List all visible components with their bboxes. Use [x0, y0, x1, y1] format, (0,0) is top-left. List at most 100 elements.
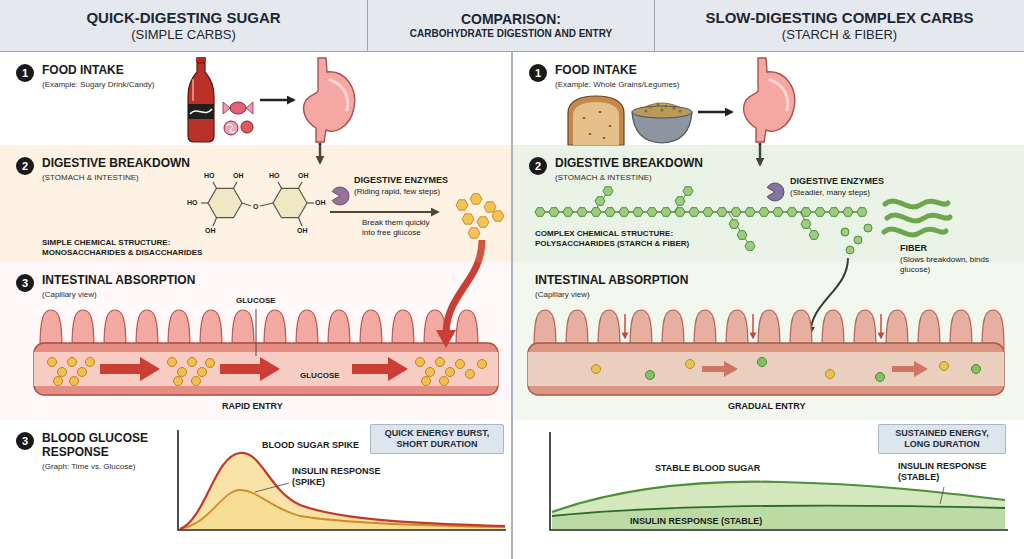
- glucose-graph: [180, 490, 505, 529]
- flow-arrow: [698, 111, 732, 114]
- label-holder: STABLE BLOOD SUGAR: [655, 463, 760, 474]
- sub-text: (STARCH & FIBER): [705, 27, 973, 43]
- enzyme-label: DIGESTIVE ENZYMES: [354, 175, 448, 186]
- label-holder: (Steadier, many steps): [790, 188, 870, 198]
- text-group: INTESTINAL ABSORPTION(Capillary view): [535, 274, 725, 300]
- section-heading: INTESTINAL ABSORPTION: [42, 274, 227, 288]
- glucose-label: GLUCOSE: [236, 296, 276, 306]
- grain-bowl: [660, 108, 663, 111]
- label-holder: (Riding rapid, few steps): [354, 187, 440, 197]
- summary-text: SUSTAINED ENERGY, LONG DURATION: [884, 428, 1000, 450]
- curve-label: INSULIN RESPONSE (STABLE): [630, 516, 762, 527]
- section-heading: INTESTINAL ABSORPTION: [535, 274, 725, 288]
- column-header: SLOW-DIGESTING COMPLEX CARBS(STARCH & FI…: [655, 0, 1024, 52]
- label-holder: HO: [187, 199, 198, 207]
- summary-box: QUICK ENERGY BURST, SHORT DURATION: [370, 424, 504, 454]
- section-heading: BLOOD GLUCOSE RESPONSE: [42, 432, 162, 460]
- text-group: SLOW-DIGESTING COMPLEX CARBS(STARCH & FI…: [705, 9, 973, 43]
- bread: [599, 111, 602, 113]
- label-holder: GLUCOSE: [298, 364, 342, 382]
- curve-label: STABLE BLOOD SUGAR: [655, 463, 760, 474]
- soda-bottle: [188, 104, 214, 119]
- bread: [568, 96, 624, 145]
- chem-label: HO: [269, 172, 280, 180]
- header-text: SLOW-DIGESTING COMPLEX CARBS: [705, 9, 973, 27]
- summary-text: QUICK ENERGY BURST, SHORT DURATION: [376, 428, 498, 450]
- process-note: Break them quickly into free glucose: [362, 218, 442, 237]
- label-holder: Break them quickly into free glucose: [362, 218, 442, 237]
- label-holder: BLOOD SUGAR SPIKE: [262, 440, 359, 451]
- glucose-graph: [552, 482, 1005, 529]
- fiber-label: FIBER: [900, 243, 927, 254]
- glucose-graph: [180, 453, 505, 529]
- structure-label: COMPLEX CHEMICAL STRUCTURE: POLYSACCHARI…: [535, 229, 700, 248]
- grain-bowl: [648, 105, 651, 108]
- chem-label: OH: [298, 172, 309, 180]
- label-holder: OH: [315, 199, 326, 207]
- grain-bowl: [632, 102, 692, 143]
- callout-digit: 1: [22, 68, 28, 79]
- header-text: QUICK-DIGESTING SUGAR: [86, 9, 280, 27]
- callout-number: 2: [16, 157, 34, 175]
- candy: [224, 121, 238, 135]
- sub-text: CARBOHYDRATE DIGESTION AND ENTRY: [410, 27, 612, 40]
- text-group: DIGESTIVE BREAKDOWN(STOMACH & INTESTINE): [42, 157, 212, 183]
- text-group: SUSTAINED ENERGY, LONG DURATION: [884, 428, 1000, 450]
- text-group: QUICK ENERGY BURST, SHORT DURATION: [376, 428, 498, 450]
- label-holder: GLUCOSE: [236, 296, 276, 306]
- column-header: QUICK-DIGESTING SUGAR(SIMPLE CARBS): [0, 0, 368, 52]
- entry-label: RAPID ENTRY: [222, 401, 283, 412]
- candy: [227, 124, 235, 132]
- candy: [223, 102, 253, 135]
- bread: [603, 137, 606, 139]
- callout-digit: 2: [535, 161, 541, 172]
- sub-text: (Graph: Time vs. Glucose): [42, 462, 162, 472]
- chem-label: OH: [297, 227, 308, 235]
- sub-text: (Capillary view): [42, 290, 227, 300]
- entry-label: GRADUAL ENTRY: [728, 401, 806, 412]
- section-band: FOOD INTAKE (Example: Whole Grains/Legume…: [513, 52, 1024, 145]
- label-holder: INSULIN RESPONSE (STABLE): [630, 516, 762, 527]
- grain-bowl: [672, 106, 675, 109]
- callout-number: 1: [16, 64, 34, 82]
- enzyme-label: DIGESTIVE ENZYMES: [790, 176, 884, 187]
- section-band: BLOOD GLUCOSE RESPONSE (Graph: Time vs. G…: [0, 420, 511, 559]
- text-group: 3: [22, 278, 28, 289]
- label-holder: SIMPLE CHEMICAL STRUCTURE: MONOSACCHARID…: [42, 238, 232, 257]
- text-group: 2: [535, 161, 541, 172]
- label-holder: DIGESTIVE ENZYMES: [354, 175, 448, 186]
- label-holder: HO: [204, 172, 215, 180]
- header-text: COMPARISON:: [410, 11, 612, 28]
- grain-bowl: [656, 102, 659, 105]
- sub-text: (SIMPLE CARBS): [86, 27, 280, 43]
- sub-text: (Example: Sugary Drink/Candy): [42, 80, 242, 90]
- text-group: FOOD INTAKE (Example: Sugary Drink/Candy): [42, 64, 242, 90]
- curve-label: INSULIN RESPONSE (SPIKE): [292, 466, 398, 488]
- callout-digit: 1: [535, 68, 541, 79]
- label-holder: OH: [298, 172, 309, 180]
- candy: [246, 102, 253, 114]
- label-holder: O: [253, 203, 258, 211]
- text-group: INTESTINAL ABSORPTION (Capillary view): [42, 274, 227, 300]
- chem-label: OH: [205, 227, 216, 235]
- curve-label: BLOOD SUGAR SPIKE: [262, 440, 359, 451]
- text-group: 2: [22, 161, 28, 172]
- label-holder: INSULIN RESPONSE (STABLE): [898, 461, 1004, 483]
- section-heading: FOOD INTAKE: [42, 64, 242, 78]
- label-holder: COMPLEX CHEMICAL STRUCTURE: POLYSACCHARI…: [535, 229, 700, 248]
- fiber-note: (Slows breakdown, binds glucose): [900, 255, 1005, 274]
- stomach: [744, 58, 795, 142]
- grain-bowl: [678, 109, 681, 112]
- section-heading: FOOD INTAKE: [555, 64, 775, 78]
- label-holder: OH: [233, 172, 244, 180]
- soda-bottle: [192, 80, 194, 100]
- curve-label: INSULIN RESPONSE (STABLE): [898, 461, 1004, 483]
- sub-text: (STOMACH & INTESTINE): [555, 173, 725, 183]
- glucose-graph: [552, 506, 1005, 529]
- candy: [223, 102, 230, 114]
- sub-text: (Example: Whole Grains/Legumes): [555, 80, 775, 90]
- callout-number: 3: [16, 274, 34, 292]
- bread: [568, 96, 624, 145]
- text-group: DIGESTIVE BREAKDOWN(STOMACH & INTESTINE): [555, 157, 725, 183]
